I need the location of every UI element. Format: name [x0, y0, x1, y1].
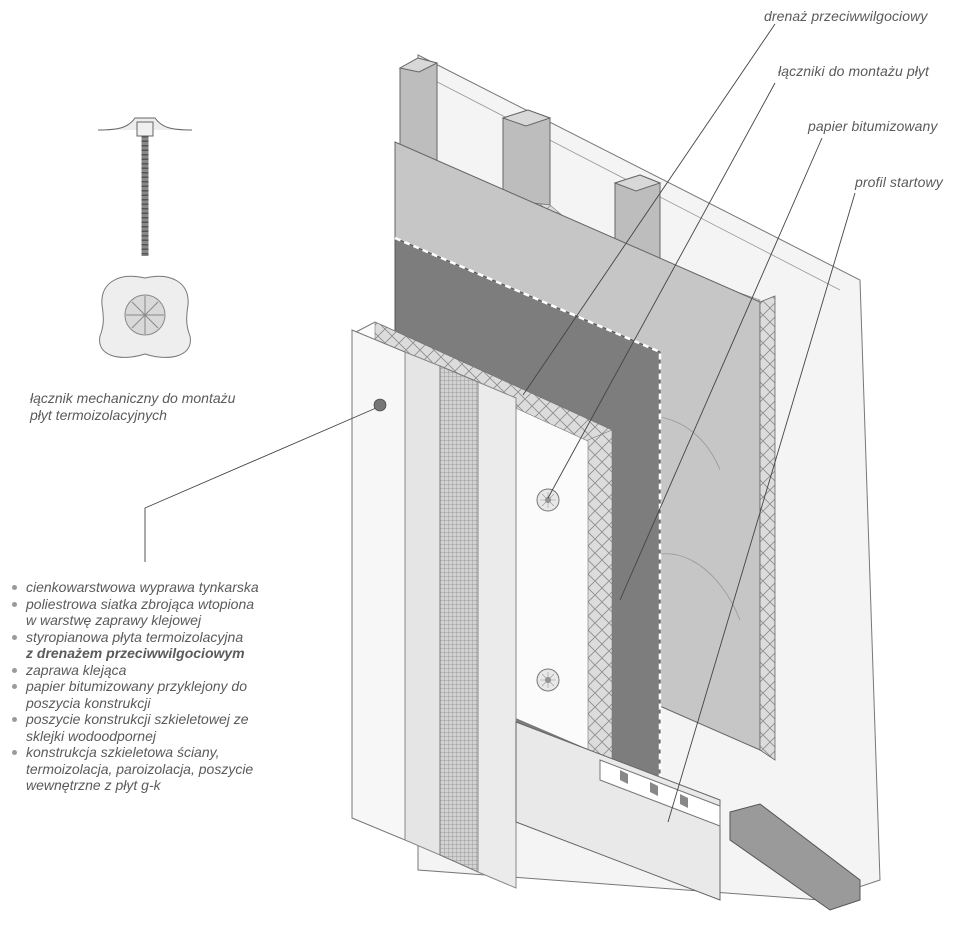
- label-drainage: drenaż przeciwwilgociowy: [764, 8, 928, 24]
- fastener-caption: łącznik mechaniczny do montażu płyt term…: [30, 390, 235, 424]
- layer-line-bold: z drenażem przeciwwilgociowym: [26, 645, 245, 661]
- layer-line: wewnętrzne z płyt g-k: [26, 777, 161, 793]
- layer-line: termoizolacja, paroizolacja, poszycie: [26, 760, 254, 777]
- label-bitumen-paper: papier bitumizowany: [808, 118, 938, 134]
- layer-line: zaprawa klejąca: [26, 661, 127, 678]
- layer-item: papier bitumizowany przyklejony do poszy…: [10, 678, 259, 711]
- layer-line: poszycie konstrukcji szkieletowej ze: [26, 711, 249, 727]
- callout-leaders: [144, 23, 856, 823]
- foundation-sill: [729, 803, 861, 911]
- front-finish-layers: [351, 329, 517, 889]
- layer-item: zaprawa klejąca: [10, 662, 259, 679]
- layer-line: papier bitumizowany przyklejony do: [26, 678, 247, 694]
- layer-line: konstrukcja szkieletowa ściany,: [26, 744, 220, 760]
- starter-profile: [515, 721, 721, 901]
- layers-list: cienkowarstwowa wyprawa tynkarska polies…: [10, 579, 259, 794]
- caption-line-2: płyt termoizolacyjnych: [30, 407, 167, 423]
- layer-item: konstrukcja szkieletowa ściany, termoizo…: [10, 744, 259, 794]
- caption-line-1: łącznik mechaniczny do montażu: [30, 390, 236, 406]
- fastener-side-icon: [97, 117, 193, 256]
- layer-item: styropianowa płyta termoizolacyjna z dre…: [10, 629, 259, 662]
- layer-line: styropianowa płyta termoizolacyjna: [26, 628, 244, 645]
- layer-line: cienkowarstwowa wyprawa tynkarska: [26, 579, 259, 595]
- layer-item: poliestrowa siatka zbrojąca wtopiona w w…: [10, 596, 259, 629]
- timber-studs: [398, 57, 662, 266]
- label-fasteners: łączniki do montażu płyt: [778, 63, 930, 79]
- fastener-top-icon: [99, 275, 191, 358]
- layer-line: w warstwę zaprawy klejowej: [26, 612, 202, 628]
- section-marker-dot: [373, 398, 387, 412]
- label-start-profile: profil startowy: [855, 174, 943, 190]
- layer-line: poliestrowa siatka zbrojąca wtopiona: [26, 595, 255, 612]
- board-fasteners: [536, 488, 560, 692]
- layer-line: sklejki wodoodpornej: [26, 727, 156, 744]
- layer-item: cienkowarstwowa wyprawa tynkarska: [10, 579, 259, 596]
- layer-item: poszycie konstrukcji szkieletowej ze skl…: [10, 711, 259, 744]
- layer-line: poszycia konstrukcji: [26, 694, 151, 711]
